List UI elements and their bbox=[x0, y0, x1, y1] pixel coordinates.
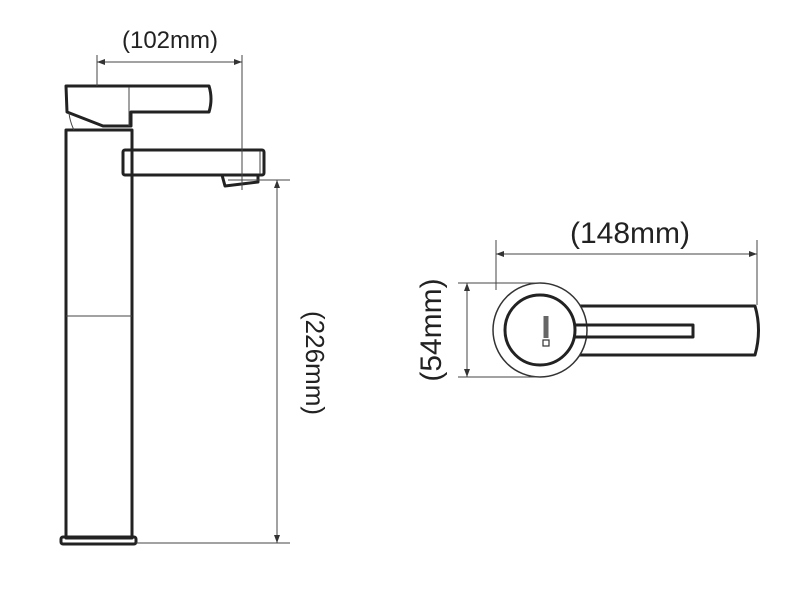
side-view bbox=[59, 84, 266, 546]
dimension-height: (226mm) bbox=[136, 179, 330, 544]
faucet-handle bbox=[64, 84, 213, 128]
dimension-label-54: (54mm) bbox=[415, 278, 448, 381]
top-handle bbox=[578, 304, 760, 357]
handle-slot bbox=[575, 323, 695, 339]
dimension-top-width: (54mm) bbox=[415, 278, 540, 382]
dimension-top-length: (148mm) bbox=[495, 217, 758, 305]
handle-curve bbox=[68, 112, 75, 131]
dimension-label-148: (148mm) bbox=[570, 217, 690, 250]
top-inner-disc bbox=[503, 293, 577, 367]
faucet-spout bbox=[121, 148, 266, 177]
dimension-label-102: (102mm) bbox=[122, 27, 218, 54]
brand-logo bbox=[542, 316, 550, 347]
faucet-body bbox=[64, 128, 134, 540]
dimension-spout-reach: (102mm) bbox=[96, 27, 243, 190]
faucet-base bbox=[59, 535, 138, 546]
top-view bbox=[492, 282, 760, 378]
dimension-label-226: (226mm) bbox=[300, 311, 330, 415]
